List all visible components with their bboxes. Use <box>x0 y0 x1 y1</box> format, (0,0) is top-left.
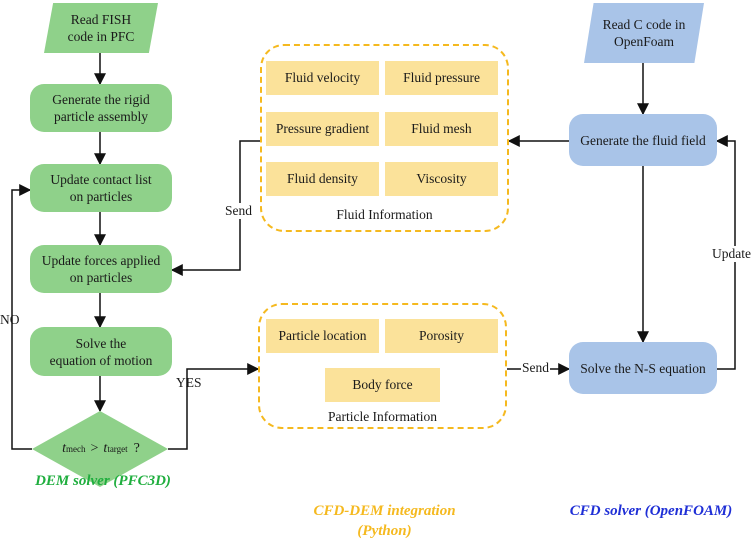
fluid-pressure-tile: Fluid pressure <box>385 61 498 95</box>
body-force-tile: Body force <box>325 368 440 402</box>
update-contact-node: Update contact list on particles <box>30 164 172 212</box>
viscosity-tile: Viscosity <box>385 162 498 196</box>
decision-diamond <box>32 411 168 487</box>
fluid-mesh-tile: Fluid mesh <box>385 112 498 146</box>
arrow-yes-path <box>168 363 260 450</box>
send-label-top: Send <box>224 203 253 219</box>
pressure-gradient-tile: Pressure gradient <box>266 112 379 146</box>
cfd-solver-footer: CFD solver (OpenFOAM) <box>569 503 733 519</box>
fluid-information-group <box>260 44 509 232</box>
cfd-dem-integration-footer: CFD-DEM integration (Python) <box>313 503 456 539</box>
dem-solver-footer: DEM solver (PFC3D) <box>35 473 171 489</box>
arrow-no-loop <box>11 184 32 450</box>
porosity-tile: Porosity <box>385 319 498 353</box>
particle-location-tile: Particle location <box>266 319 379 353</box>
update-label: Update <box>710 246 753 262</box>
generate-assembly-node: Generate the rigid particle assembly <box>30 84 172 132</box>
fluid-density-tile: Fluid density <box>266 162 379 196</box>
read-c-node: Read C code in OpenFoam <box>584 3 704 63</box>
particle-information-group <box>258 303 507 429</box>
solve-motion-node: Solve the equation of motion <box>30 327 172 376</box>
particle-information-caption: Particle Information <box>327 409 438 424</box>
read-fish-node: Read FISH code in PFC <box>44 3 158 53</box>
send-label-bottom: Send <box>521 360 550 376</box>
generate-fluid-field-node: Generate the fluid field <box>569 114 717 166</box>
update-forces-node: Update forces applied on particles <box>30 245 172 293</box>
solve-ns-node: Solve the N-S equation <box>569 342 717 394</box>
no-label: NO <box>0 312 20 327</box>
fluid-information-caption: Fluid Information <box>336 207 433 222</box>
fluid-velocity-tile: Fluid velocity <box>266 61 379 95</box>
yes-label: YES <box>176 375 202 390</box>
